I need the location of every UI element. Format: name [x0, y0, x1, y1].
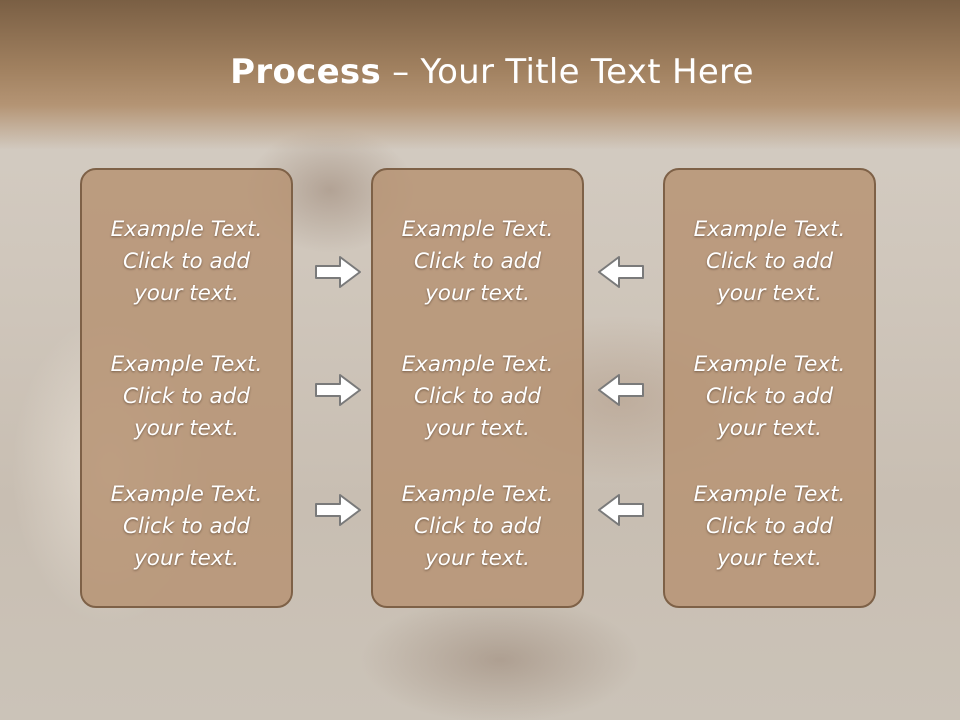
title-rest: – Your Title Text Here [381, 52, 754, 92]
arrow-left-icon [598, 494, 644, 526]
text-placeholder[interactable]: Example Text. Click to add your text. [665, 214, 874, 310]
text-line: Example Text. [110, 217, 263, 242]
text-line: your text. [717, 546, 822, 571]
text-line: Click to add [414, 249, 541, 274]
slide-title[interactable]: Process – Your Title Text Here [0, 52, 960, 92]
text-line: your text. [134, 416, 239, 441]
text-placeholder[interactable]: Example Text. Click to add your text. [373, 214, 582, 310]
text-line: your text. [717, 416, 822, 441]
text-line: Example Text. [693, 217, 846, 242]
text-line: Example Text. [401, 352, 554, 377]
text-line: your text. [134, 281, 239, 306]
process-box-center[interactable]: Example Text. Click to add your text. Ex… [371, 168, 584, 608]
text-line: your text. [425, 281, 530, 306]
text-placeholder[interactable]: Example Text. Click to add your text. [665, 349, 874, 445]
text-line: Example Text. [693, 352, 846, 377]
title-bold: Process [230, 52, 382, 92]
arrow-left-icon [598, 256, 644, 288]
text-line: Click to add [414, 384, 541, 409]
text-placeholder[interactable]: Example Text. Click to add your text. [373, 479, 582, 575]
text-line: Click to add [706, 514, 833, 539]
process-box-left[interactable]: Example Text. Click to add your text. Ex… [80, 168, 293, 608]
text-line: Click to add [123, 249, 250, 274]
text-placeholder[interactable]: Example Text. Click to add your text. [665, 479, 874, 575]
text-line: your text. [134, 546, 239, 571]
text-line: Click to add [706, 384, 833, 409]
text-placeholder[interactable]: Example Text. Click to add your text. [373, 349, 582, 445]
text-line: Click to add [123, 384, 250, 409]
text-placeholder[interactable]: Example Text. Click to add your text. [82, 479, 291, 575]
text-line: Click to add [414, 514, 541, 539]
text-line: Example Text. [110, 352, 263, 377]
text-line: your text. [717, 281, 822, 306]
text-line: Example Text. [401, 482, 554, 507]
text-line: your text. [425, 416, 530, 441]
text-line: Example Text. [401, 217, 554, 242]
arrow-left-icon [598, 374, 644, 406]
arrow-right-icon [315, 374, 361, 406]
arrow-right-icon [315, 494, 361, 526]
arrow-right-icon [315, 256, 361, 288]
process-box-right[interactable]: Example Text. Click to add your text. Ex… [663, 168, 876, 608]
text-line: Example Text. [110, 482, 263, 507]
title-band [0, 0, 960, 150]
text-line: your text. [425, 546, 530, 571]
text-line: Click to add [123, 514, 250, 539]
text-line: Example Text. [693, 482, 846, 507]
text-placeholder[interactable]: Example Text. Click to add your text. [82, 349, 291, 445]
text-placeholder[interactable]: Example Text. Click to add your text. [82, 214, 291, 310]
text-line: Click to add [706, 249, 833, 274]
